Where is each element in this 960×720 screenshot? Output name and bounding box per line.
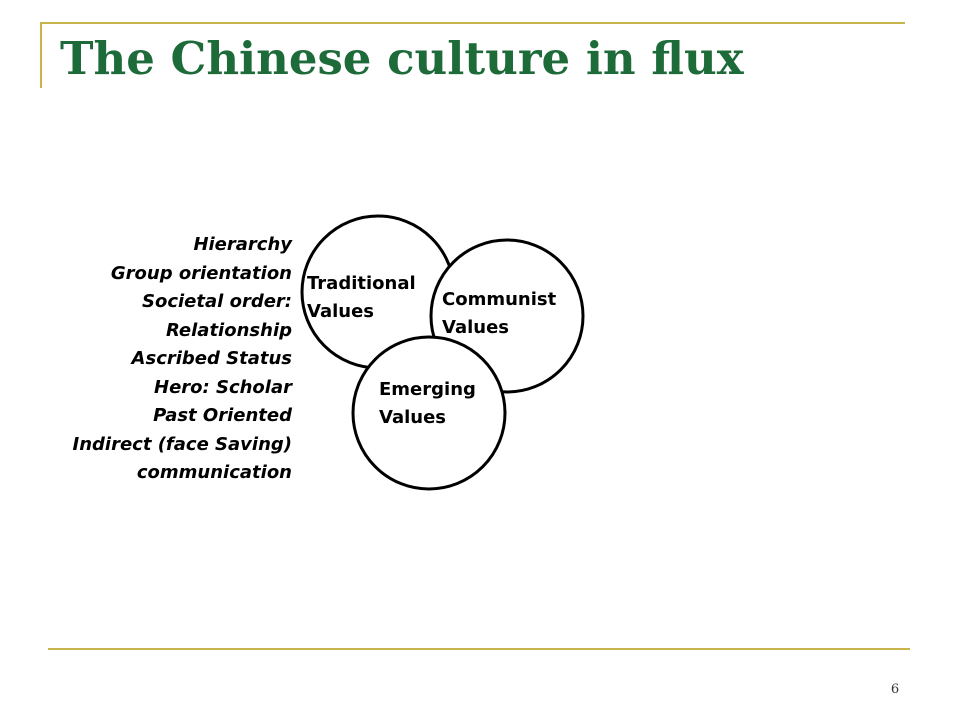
traditional-values-label: Traditional Values <box>307 270 416 326</box>
label-line: Traditional <box>307 273 416 294</box>
slide-title: The Chinese culture in flux <box>60 32 744 85</box>
label-line: Values <box>379 407 446 428</box>
list-item: Societal order: <box>142 291 292 312</box>
list-item: Hierarchy <box>193 234 292 255</box>
page-number: 6 <box>890 682 900 697</box>
list-item: Group orientation <box>110 262 292 284</box>
label-line: Values <box>442 317 509 338</box>
label-line: Values <box>307 301 374 322</box>
emerging-values-circle <box>351 335 507 491</box>
list-item: Past Oriented <box>153 405 292 426</box>
list-item: Hero: Scholar <box>154 376 292 398</box>
label-line: Emerging <box>379 379 476 400</box>
communist-values-label: Communist Values <box>442 286 556 342</box>
bottom-rule <box>48 648 910 650</box>
list-item: Ascribed Status <box>131 348 292 369</box>
list-item: Relationship <box>165 319 292 341</box>
traditional-values-list: Hierarchy Group orientation Societal ord… <box>20 231 292 488</box>
top-rule <box>40 22 905 24</box>
label-line: Communist <box>442 289 557 310</box>
emerging-values-label: Emerging Values <box>379 376 476 432</box>
list-item: communication <box>136 462 292 483</box>
left-rule <box>40 22 42 88</box>
list-item: Indirect (face Saving) <box>72 433 292 455</box>
